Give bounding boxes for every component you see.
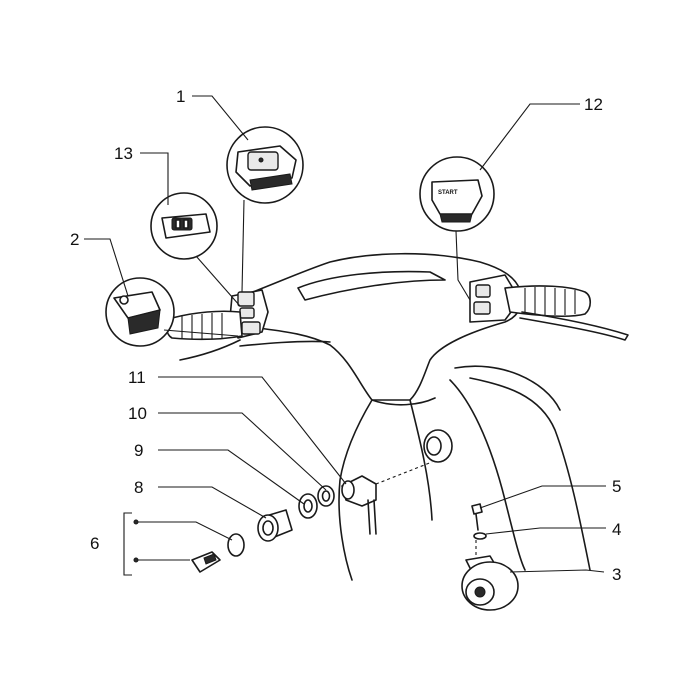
callout-8: 8 bbox=[134, 478, 143, 497]
callout-10: 10 bbox=[128, 404, 147, 423]
callout-11: 11 bbox=[128, 368, 146, 387]
callout-4: 4 bbox=[612, 520, 621, 539]
switch-part-1-detail bbox=[226, 126, 304, 293]
callout-13: 13 bbox=[114, 144, 133, 163]
handlebar-assembly bbox=[165, 252, 629, 581]
switch-part-13-detail bbox=[150, 192, 241, 307]
callout-3: 3 bbox=[612, 565, 621, 584]
ignition-exploded-parts bbox=[191, 429, 519, 611]
callout-12: 12 bbox=[584, 95, 603, 114]
callout-6: 6 bbox=[90, 534, 99, 553]
callout-5: 5 bbox=[612, 477, 621, 496]
callout-2: 2 bbox=[70, 230, 79, 249]
start-button-detail: START bbox=[419, 156, 495, 301]
callout-numbers: 1 2 3 4 5 6 8 9 10 11 12 13 bbox=[70, 87, 621, 584]
callout-leaders bbox=[84, 95, 606, 576]
start-label: START bbox=[438, 190, 458, 196]
callout-1: 1 bbox=[176, 87, 185, 106]
switch-part-2-detail bbox=[105, 277, 239, 347]
callout-9: 9 bbox=[134, 441, 143, 460]
